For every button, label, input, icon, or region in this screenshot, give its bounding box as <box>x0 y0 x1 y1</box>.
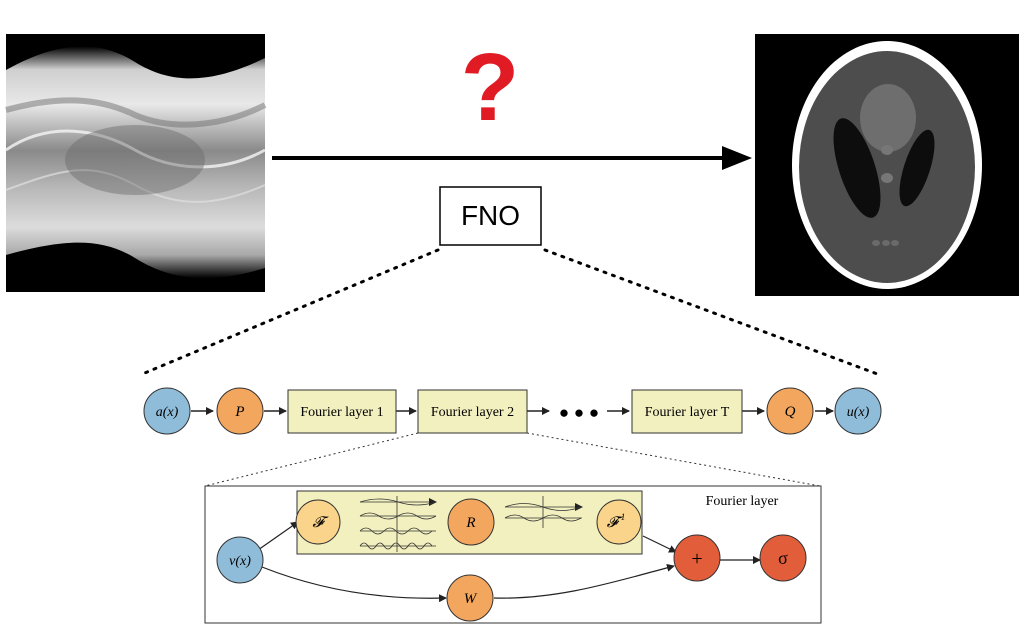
fourier-layer-1-label: Fourier layer 1 <box>300 405 383 420</box>
spectral-weight-label: R <box>465 515 475 531</box>
output-node: u(x) <box>834 387 882 435</box>
spectral-weight-node: R <box>447 498 495 546</box>
activation-label: σ <box>778 548 788 568</box>
pipeline: a(x) P Fourier layer 1 Fourier layer 2 ●… <box>143 387 882 435</box>
fourier-layer-t-box: Fourier layer T <box>631 389 743 434</box>
zoom-line-layer-left <box>204 432 419 487</box>
linear-weight-node: W <box>446 574 494 622</box>
fno-box: FNO <box>439 186 542 246</box>
output-node-label: u(x) <box>847 405 870 420</box>
fourier-layer-1-box: Fourier layer 1 <box>287 389 397 434</box>
fourier-layer-2-label: Fourier layer 2 <box>431 405 514 420</box>
ifft-node: 𝓕-1 <box>596 499 642 545</box>
wave-illustration-2 <box>504 496 583 528</box>
project-node-label: Q <box>785 404 796 420</box>
input-node-label: a(x) <box>156 405 179 420</box>
linear-weight-label: W <box>464 591 478 607</box>
sum-label: + <box>691 548 702 570</box>
ellipsis: ● ● ● <box>559 403 599 422</box>
activation-node: σ <box>759 534 807 582</box>
phantom-image <box>755 34 1019 296</box>
lift-node-label: P <box>234 404 244 420</box>
fourier-layer-2-box: Fourier layer 2 <box>417 389 528 434</box>
lift-node: P <box>216 387 264 435</box>
fft-node: 𝓕 <box>295 499 341 545</box>
main-arrow <box>272 146 752 170</box>
fourier-layer-detail: Fourier layer v(x) <box>204 485 822 624</box>
v-input-label: v(x) <box>229 554 251 569</box>
project-node: Q <box>766 387 814 435</box>
zoom-line-layer-right <box>526 432 821 487</box>
zoom-line-left <box>138 248 440 377</box>
zoom-line-right <box>543 248 882 377</box>
sum-node: + <box>673 534 721 582</box>
question-mark: ? <box>461 34 520 141</box>
fno-label: FNO <box>461 200 520 231</box>
ifft-superscript: -1 <box>618 512 626 522</box>
wave-illustration-1 <box>359 496 437 552</box>
v-input-node: v(x) <box>216 536 264 584</box>
input-node: a(x) <box>143 387 191 435</box>
sinogram-image <box>5 34 267 292</box>
fourier-layer-t-label: Fourier layer T <box>645 405 730 420</box>
fourier-layer-title: Fourier layer <box>706 494 779 509</box>
